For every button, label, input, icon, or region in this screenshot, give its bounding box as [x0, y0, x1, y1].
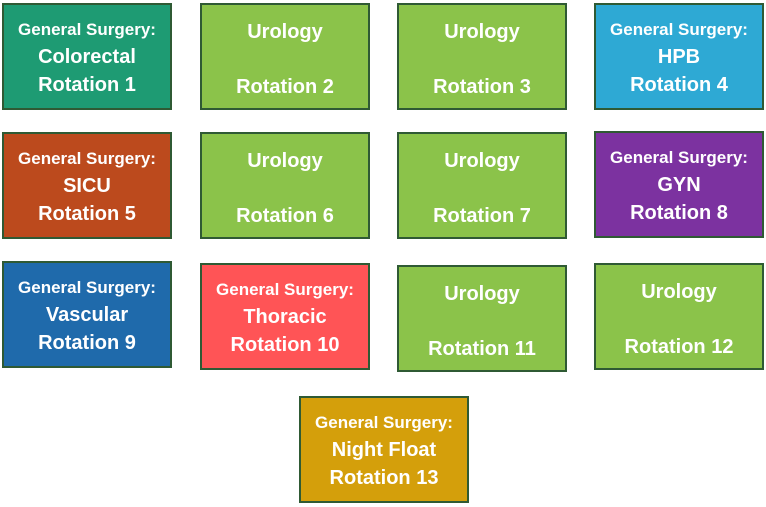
- rotation-10-label: Rotation 10: [230, 334, 340, 356]
- rotation-10-subspecialty: Thoracic: [243, 306, 327, 328]
- rotation-12-box: Urology Rotation 12: [594, 263, 764, 370]
- rotation-7-label: Rotation 7: [433, 205, 531, 227]
- rotation-6-label: Rotation 6: [236, 205, 334, 227]
- rotation-6-box: Urology Rotation 6: [200, 132, 370, 239]
- rotation-13-subspecialty: Night Float: [331, 439, 437, 461]
- rotation-13-label: Rotation 13: [329, 467, 439, 489]
- rotation-2-label: Rotation 2: [236, 76, 334, 98]
- rotation-5-subspecialty: SICU: [63, 175, 111, 197]
- rotation-4-label: Rotation 4: [630, 74, 728, 96]
- rotation-2-service: Urology: [247, 21, 323, 43]
- rotation-5-service: General Surgery:: [18, 149, 156, 168]
- rotation-1-box: General Surgery: Colorectal Rotation 1: [2, 3, 172, 110]
- rotation-8-subspecialty: GYN: [657, 174, 701, 196]
- rotation-13-service: General Surgery:: [315, 413, 453, 432]
- rotation-6-service: Urology: [247, 150, 323, 172]
- rotation-9-label: Rotation 9: [38, 332, 136, 354]
- rotation-1-subspecialty: Colorectal: [38, 46, 136, 68]
- rotation-1-service: General Surgery:: [18, 20, 156, 39]
- rotation-4-service: General Surgery:: [610, 20, 748, 39]
- rotation-5-box: General Surgery: SICU Rotation 5: [2, 132, 172, 239]
- rotation-13-box: General Surgery: Night Float Rotation 13: [299, 396, 469, 503]
- rotation-11-service: Urology: [444, 283, 520, 305]
- rotation-7-box: Urology Rotation 7: [397, 132, 567, 239]
- rotation-7-service: Urology: [444, 150, 520, 172]
- rotation-2-box: Urology Rotation 2: [200, 3, 370, 110]
- rotation-11-label: Rotation 11: [428, 338, 536, 360]
- rotation-4-box: General Surgery: HPB Rotation 4: [594, 3, 764, 110]
- rotation-12-label: Rotation 12: [624, 336, 734, 358]
- rotation-10-service: General Surgery:: [216, 280, 354, 299]
- rotation-10-box: General Surgery: Thoracic Rotation 10: [200, 263, 370, 370]
- rotation-8-label: Rotation 8: [630, 202, 728, 224]
- rotation-12-service: Urology: [641, 281, 717, 303]
- rotation-3-service: Urology: [444, 21, 520, 43]
- rotation-9-box: General Surgery: Vascular Rotation 9: [2, 261, 172, 368]
- rotation-8-box: General Surgery: GYN Rotation 8: [594, 131, 764, 238]
- rotation-9-subspecialty: Vascular: [45, 304, 129, 326]
- rotation-9-service: General Surgery:: [18, 278, 156, 297]
- rotation-5-label: Rotation 5: [38, 203, 136, 225]
- rotation-3-label: Rotation 3: [433, 76, 531, 98]
- rotation-1-label: Rotation 1: [38, 74, 136, 96]
- rotation-4-subspecialty: HPB: [657, 46, 701, 68]
- rotation-8-service: General Surgery:: [610, 148, 748, 167]
- rotation-11-box: Urology Rotation 11: [397, 265, 567, 372]
- rotation-3-box: Urology Rotation 3: [397, 3, 567, 110]
